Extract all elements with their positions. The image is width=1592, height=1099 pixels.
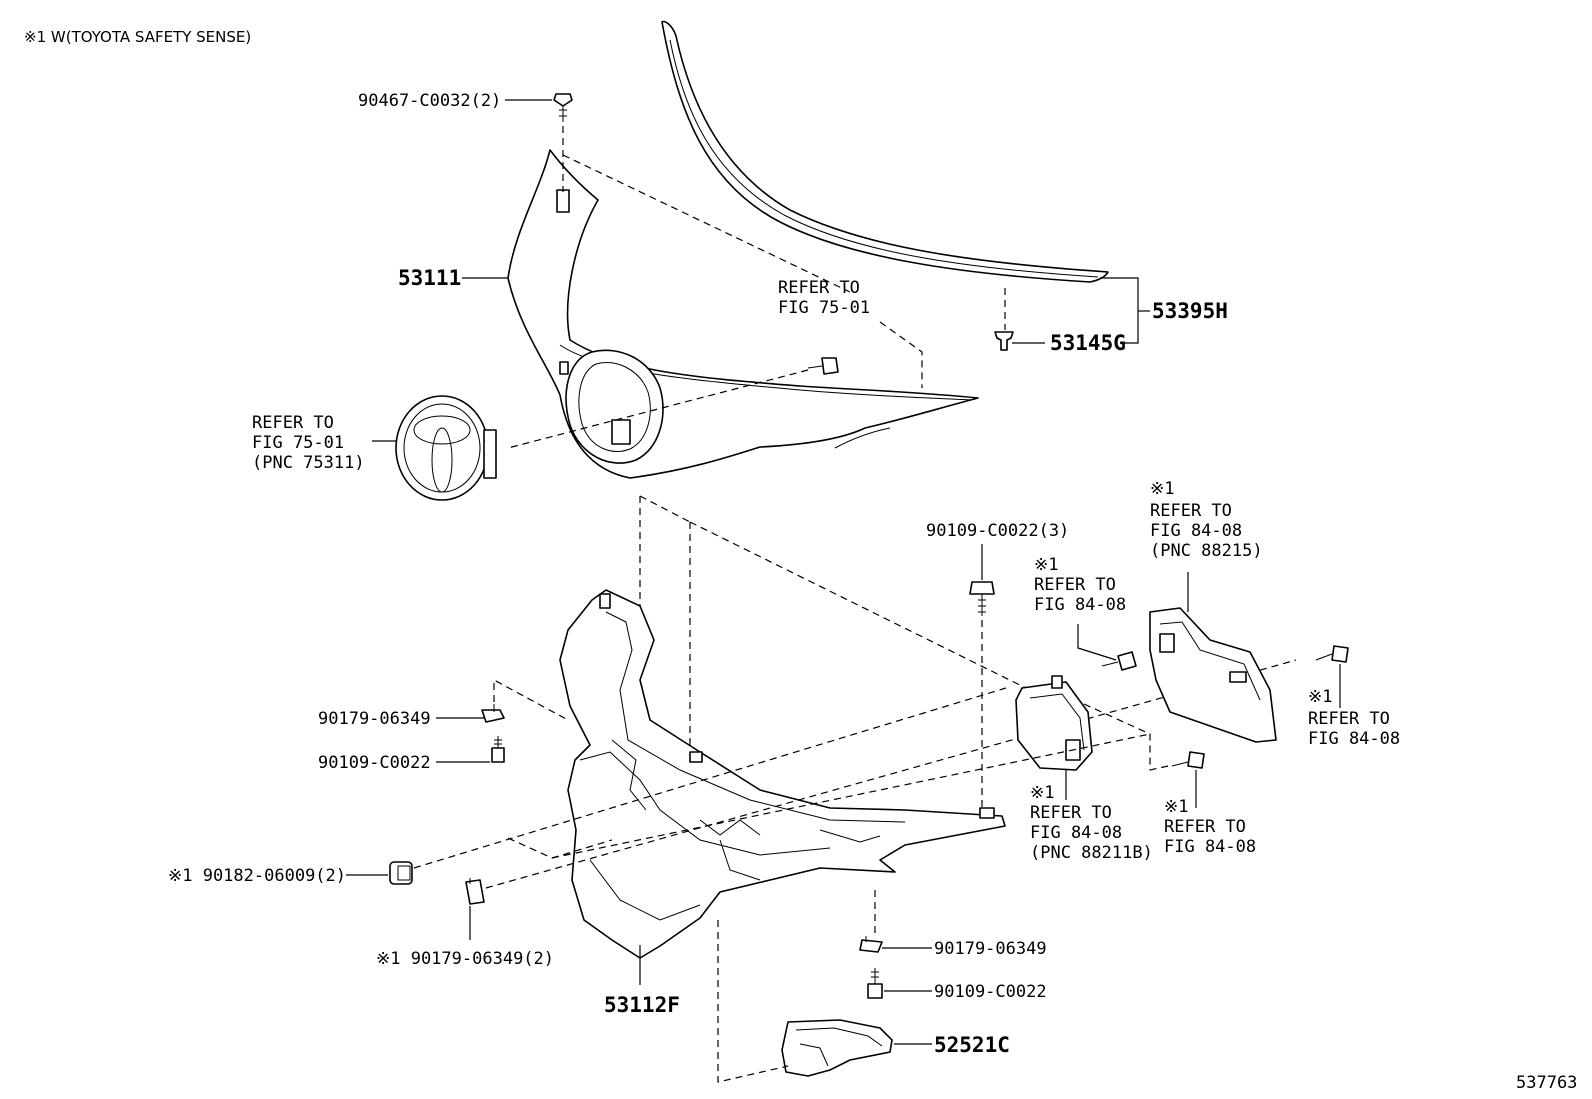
refer-sensor-line2: REFER TO	[1030, 803, 1112, 823]
left-nut-icon	[481, 704, 505, 723]
refer-bolt-right-line3: FIG 84-08	[1308, 729, 1400, 749]
refer-bolt-left-line3: FIG 84-08	[1034, 595, 1126, 615]
bracket-bolt-right-icon	[1315, 645, 1349, 663]
label-53145g: 53145G	[1050, 331, 1126, 355]
refer-emblem-mount-line2: FIG 75-01	[778, 298, 870, 318]
toyota-emblem-drawing	[395, 395, 497, 501]
bottom-nut-icon	[859, 936, 883, 953]
refer-emblem-line2: FIG 75-01	[252, 433, 344, 453]
refer-emblem-line1: REFER TO	[252, 413, 334, 433]
label-52521c: 52521C	[934, 1033, 1010, 1057]
label-bolt-left: 90109-C0022	[318, 753, 431, 773]
label-nut-left: 90179-06349	[318, 709, 431, 729]
label-bolt-sensor: 90109-C0022(3)	[926, 521, 1069, 541]
label-bolt-bottom: 90109-C0022	[934, 982, 1047, 1002]
refer-bolt-right-line2: REFER TO	[1308, 709, 1390, 729]
hood-drawing	[507, 149, 979, 479]
label-nut-bottom: 90179-06349	[934, 939, 1047, 959]
refer-bracket-top-line4: (PNC 88215)	[1150, 541, 1263, 561]
refer-bolt-left-line2: REFER TO	[1034, 575, 1116, 595]
label-53395h: 53395H	[1152, 299, 1228, 323]
refer-bracket-top-line3: FIG 84-08	[1150, 521, 1242, 541]
refer-sensor-line1: ※1	[1030, 783, 1054, 803]
sensor-bolt-icon	[969, 581, 995, 616]
sensor-unit-drawing	[1015, 675, 1093, 771]
header-note: ※1 W(TOYOTA SAFETY SENSE)	[24, 28, 251, 46]
label-nut-lower-left: ※1 90179-06349(2)	[376, 949, 554, 969]
refer-bolt-lower-line1: ※1	[1164, 797, 1188, 817]
hood-weatherstrip-drawing	[661, 20, 1109, 351]
refer-emblem-line3: (PNC 75311)	[252, 453, 365, 473]
drawing-number: 537763	[1516, 1073, 1577, 1093]
refer-bolt-lower-line2: REFER TO	[1164, 817, 1246, 837]
weatherstrip-clip-icon	[994, 331, 1014, 351]
lower-bracket-bolt-icon	[1171, 751, 1205, 769]
retainer-icon	[389, 861, 413, 885]
label-53112f: 53112F	[604, 993, 680, 1017]
refer-bracket-top-line1: ※1	[1150, 479, 1174, 499]
bracket-bolt-left-icon	[1101, 651, 1137, 671]
refer-bracket-top-line2: REFER TO	[1150, 501, 1232, 521]
radiator-support-drawing	[559, 589, 1006, 959]
emblem-bolt-icon	[807, 357, 839, 375]
refer-bolt-lower-line3: FIG 84-08	[1164, 837, 1256, 857]
left-bolt-icon	[491, 736, 505, 763]
label-90467-c0032: 90467-C0032(2)	[358, 91, 501, 111]
sensor-bracket-drawing	[1149, 607, 1277, 743]
refer-sensor-line4: (PNC 88211B)	[1030, 843, 1153, 863]
bottom-bolt-icon	[867, 968, 883, 999]
refer-bolt-left-line1: ※1	[1034, 555, 1058, 575]
refer-bolt-right-line1: ※1	[1308, 687, 1332, 707]
refer-sensor-line3: FIG 84-08	[1030, 823, 1122, 843]
lower-left-nut-icon	[465, 878, 485, 905]
air-duct-drawing	[781, 1019, 893, 1077]
top-clip-icon	[553, 93, 573, 122]
label-53111: 53111	[398, 266, 461, 290]
label-retainer: ※1 90182-06009(2)	[168, 866, 346, 886]
refer-emblem-mount-line1: REFER TO	[778, 278, 860, 298]
